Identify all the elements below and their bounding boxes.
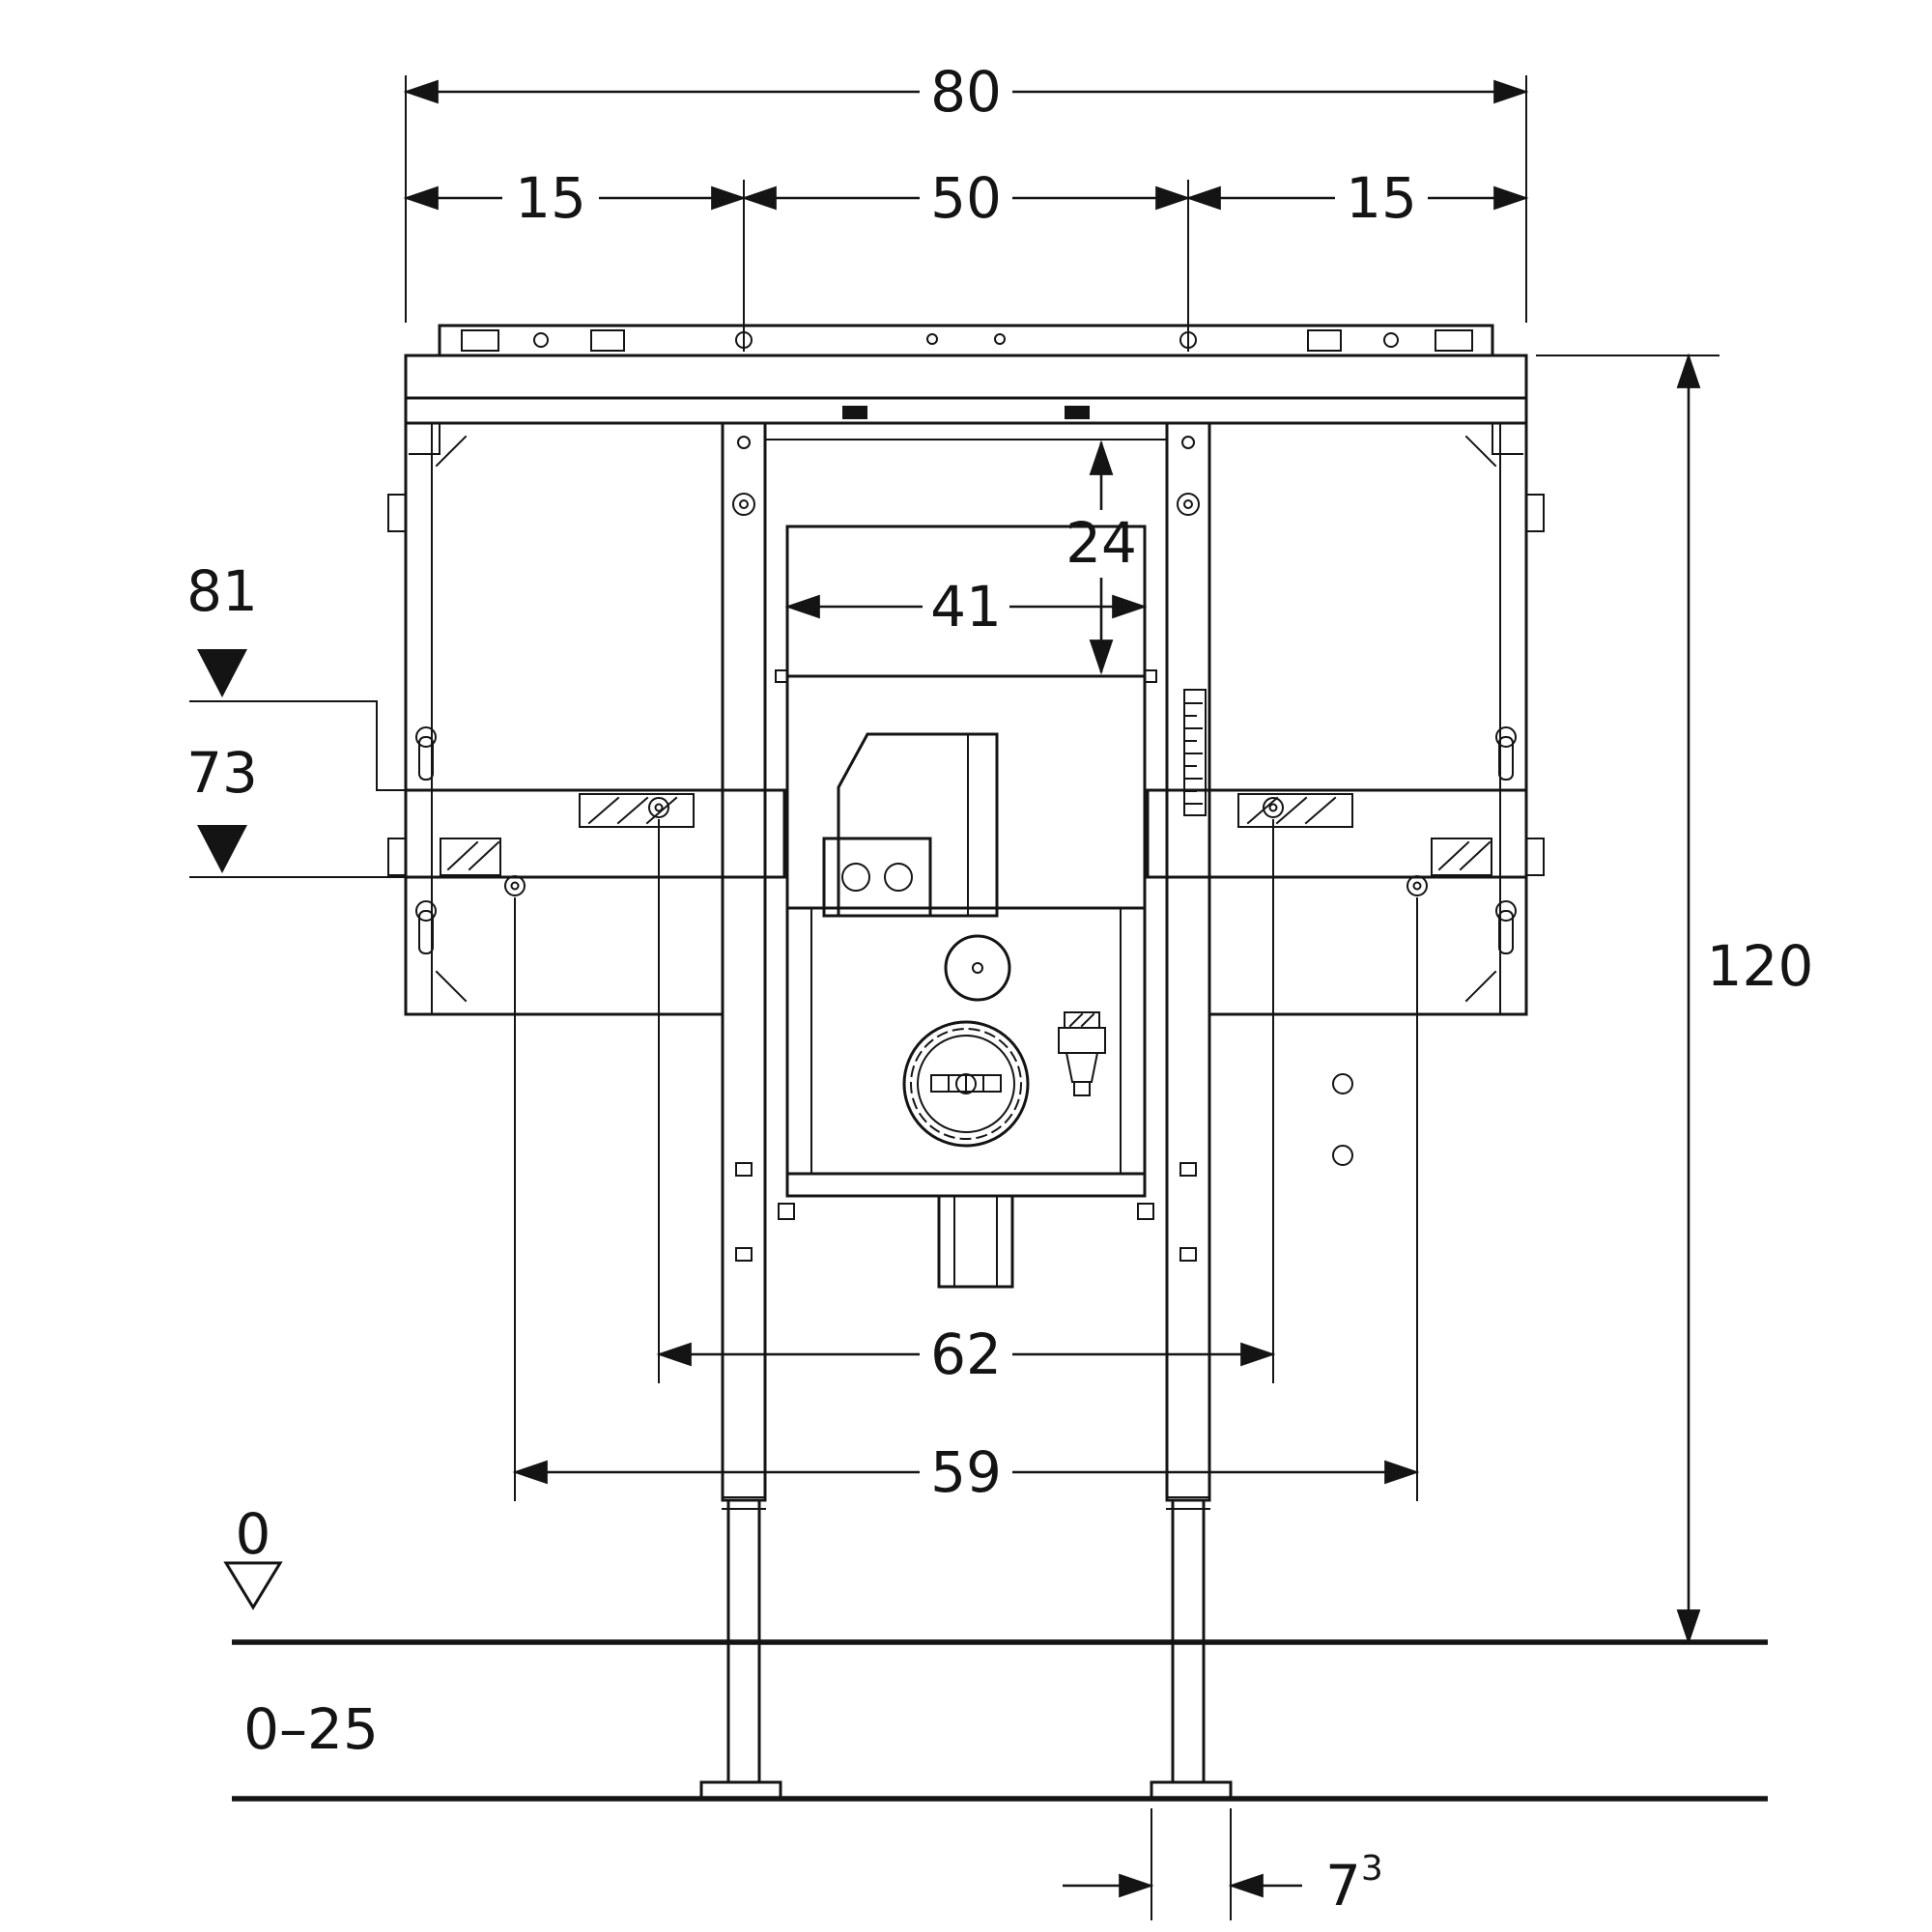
right-side-panel bbox=[1208, 421, 1545, 1016]
keyhole-slot bbox=[1495, 726, 1517, 748]
dim-foot-width-label: 73 bbox=[1325, 1849, 1383, 1919]
level-triangle-open bbox=[223, 1561, 283, 1610]
dim-fixing-span-outer-label: 59 bbox=[930, 1439, 1002, 1505]
level-arrow-down bbox=[197, 825, 247, 873]
dimension-lower-level: 73 bbox=[186, 740, 410, 878]
level-arrow-down bbox=[197, 649, 247, 697]
dimension-upper-level: 81 bbox=[186, 558, 410, 791]
keyhole-slot bbox=[1495, 900, 1517, 922]
keyhole-slot bbox=[415, 900, 437, 922]
fixing-bolt bbox=[1263, 797, 1284, 818]
cistern-module bbox=[775, 525, 1353, 1289]
floor-buildup-range: 0–25 bbox=[243, 1696, 379, 1762]
panel-hole bbox=[1332, 1073, 1353, 1094]
keyhole-slot bbox=[415, 726, 437, 748]
fixing-bolt bbox=[504, 875, 526, 896]
filling-valve bbox=[1058, 1011, 1106, 1096]
floor-buildup-range-label: 0–25 bbox=[243, 1696, 379, 1762]
dimension-fixing-span-inner: 62 bbox=[656, 819, 1276, 1387]
dim-right-offset-label: 15 bbox=[1346, 165, 1417, 231]
floor-lines bbox=[232, 1639, 1768, 1802]
flush-bend bbox=[822, 732, 999, 918]
dimension-overall-height: 120 bbox=[1536, 353, 1814, 1645]
right-mounting-rail bbox=[1146, 726, 1528, 954]
dimension-top-inset: 24 bbox=[1065, 440, 1137, 675]
dim-lower-level-label: 73 bbox=[186, 740, 258, 806]
dim-center-width-label: 50 bbox=[930, 165, 1002, 231]
fixing-bolt bbox=[648, 797, 669, 818]
zero-level-marker: 0 bbox=[223, 1501, 283, 1610]
left-mounting-rail bbox=[404, 726, 786, 954]
dim-overall-width-label: 80 bbox=[930, 59, 1002, 125]
dim-upper-level-label: 81 bbox=[186, 558, 258, 624]
dim-overall-height-label: 120 bbox=[1707, 933, 1814, 999]
dim-top-inset-label: 24 bbox=[1065, 510, 1137, 576]
depth-scale-ruler bbox=[1183, 689, 1207, 816]
trap-cover bbox=[902, 1020, 1030, 1148]
dim-left-offset-label: 15 bbox=[515, 165, 586, 231]
pump-unit bbox=[944, 934, 1011, 1002]
panel-hole bbox=[1332, 1145, 1353, 1166]
dim-opening-width-label: 41 bbox=[930, 574, 1002, 639]
dimension-top-segments: 15 50 15 bbox=[403, 165, 1529, 352]
dimension-overall-width: 80 bbox=[403, 59, 1529, 323]
left-side-panel bbox=[387, 421, 724, 1016]
dimension-opening-width: 41 bbox=[784, 574, 1148, 639]
dim-fixing-span-inner-label: 62 bbox=[930, 1321, 1002, 1387]
fixing-bolt bbox=[1406, 875, 1428, 896]
frame-top-assembly bbox=[404, 324, 1528, 455]
dimension-fixing-span-outer: 59 bbox=[512, 897, 1420, 1505]
dimension-foot-width: 73 bbox=[1063, 1808, 1383, 1920]
zero-level-label: 0 bbox=[236, 1501, 271, 1567]
outlet-pipe bbox=[937, 1194, 1014, 1289]
